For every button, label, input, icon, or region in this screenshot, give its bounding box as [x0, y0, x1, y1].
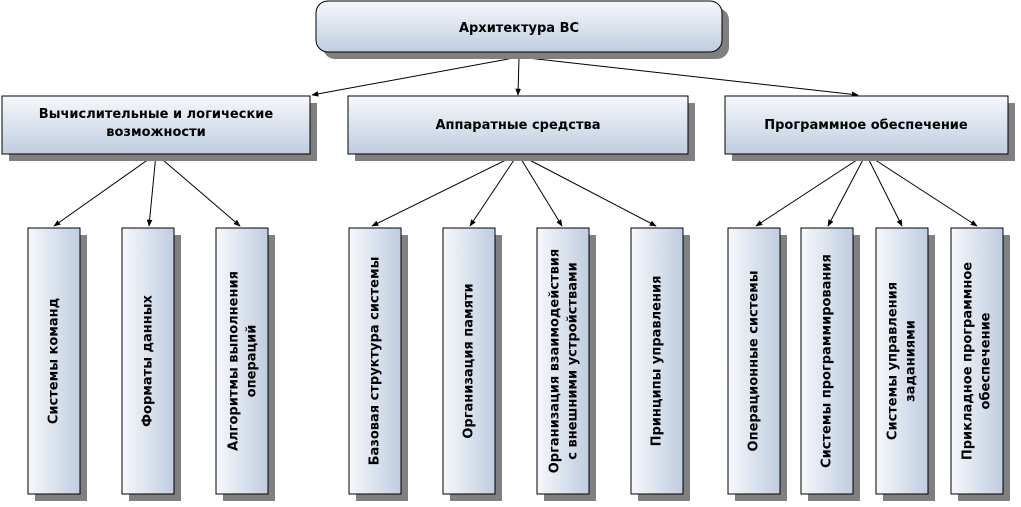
leaf-control-principles: Принципы управления — [630, 227, 690, 501]
root-node-label: Архитектура ВС — [459, 21, 579, 36]
connector-computational-to-data-formats — [146, 153, 157, 227]
leaf-box — [27, 227, 81, 495]
leaf-application-software: Прикладное программное обеспечение — [950, 227, 1010, 501]
leaf-box — [215, 227, 269, 495]
root-node: Архитектура ВС — [315, 0, 729, 59]
leaf-label-line1: Организация памяти — [462, 283, 477, 438]
leaf-label-line2: заданиями — [904, 320, 919, 402]
connector-root-to-group-software — [518, 56, 859, 98]
group-computational: Вычислительные и логические возможности — [1, 95, 317, 161]
group-software-label: Программное обеспечение — [764, 118, 968, 133]
leaf-label-line2: обеспечение — [979, 312, 994, 409]
group-computational-box — [1, 95, 311, 155]
connector-computational-to-algorithms — [155, 153, 241, 227]
leaf-box — [630, 227, 684, 495]
connectors — [53, 56, 978, 227]
connector-software-to-application-software — [865, 153, 978, 227]
connector-software-to-job-control — [865, 153, 903, 227]
leaf-label-line1: Системы команд — [47, 298, 62, 424]
root-node-box — [315, 0, 723, 53]
connector-software-to-programming-systems — [827, 153, 867, 227]
leaf-job-control-systems: Системы управления заданиями — [875, 227, 935, 501]
group-computational-label-line2: возможности — [106, 125, 205, 140]
leaf-box — [348, 227, 402, 495]
leaf-label-line1: Принципы управления — [650, 276, 665, 447]
group-software-box — [724, 95, 1009, 155]
leaf-box — [536, 227, 590, 495]
connector-hardware-to-external-devices — [517, 153, 563, 227]
connector-root-to-group-computational — [311, 56, 520, 97]
group-hardware-box — [347, 95, 689, 155]
leaf-operation-algorithms: Алгоритмы выполнения операций — [215, 227, 275, 501]
leaf-box — [950, 227, 1004, 495]
group-computational-label-line1: Вычислительные и логические — [39, 107, 274, 122]
connector-root-to-group-hardware — [515, 56, 521, 96]
leaf-label-line1: Базовая структура системы — [368, 257, 383, 466]
leaf-label-line1: Операционные системы — [747, 271, 762, 452]
leaf-label-line1: Форматы данных — [141, 295, 156, 427]
leaf-box — [121, 227, 175, 495]
connector-hardware-to-base-structure — [371, 153, 519, 227]
leaf-label-line1: Алгоритмы выполнения — [227, 271, 242, 451]
connector-hardware-to-control-principles — [517, 153, 657, 227]
leaf-box — [727, 227, 781, 495]
leaf-box — [800, 227, 854, 495]
leaf-base-structure: Базовая структура системы — [348, 227, 408, 501]
leaf-programming-systems: Системы программирования — [800, 227, 860, 501]
leaf-external-devices: Организация взаимодействия с внешними ус… — [536, 227, 596, 501]
leaf-label-line1: Прикладное программное — [961, 262, 976, 460]
leaf-label-line2: с внешними устройствами — [566, 262, 581, 459]
leaf-data-formats: Форматы данных — [121, 227, 181, 501]
leaf-instruction-sets: Системы команд — [27, 227, 87, 501]
leaf-label-line2: операций — [245, 325, 260, 398]
connector-hardware-to-memory — [469, 153, 519, 227]
leaf-memory-organization: Организация памяти — [442, 227, 502, 501]
connector-software-to-operating-systems — [755, 153, 867, 227]
leaf-label-line1: Организация взаимодействия — [548, 249, 563, 474]
group-software: Программное обеспечение — [724, 95, 1015, 161]
leaf-operating-systems: Операционные системы — [727, 227, 787, 501]
group-hardware: Аппаратные средства — [347, 95, 695, 161]
group-hardware-label: Аппаратные средства — [435, 118, 600, 133]
leaf-label-line1: Системы программирования — [820, 254, 835, 468]
leaf-box — [875, 227, 929, 495]
connector-computational-to-instruction-sets — [53, 153, 157, 227]
leaf-label-line1: Системы управления — [886, 282, 901, 440]
leaf-box — [442, 227, 496, 495]
